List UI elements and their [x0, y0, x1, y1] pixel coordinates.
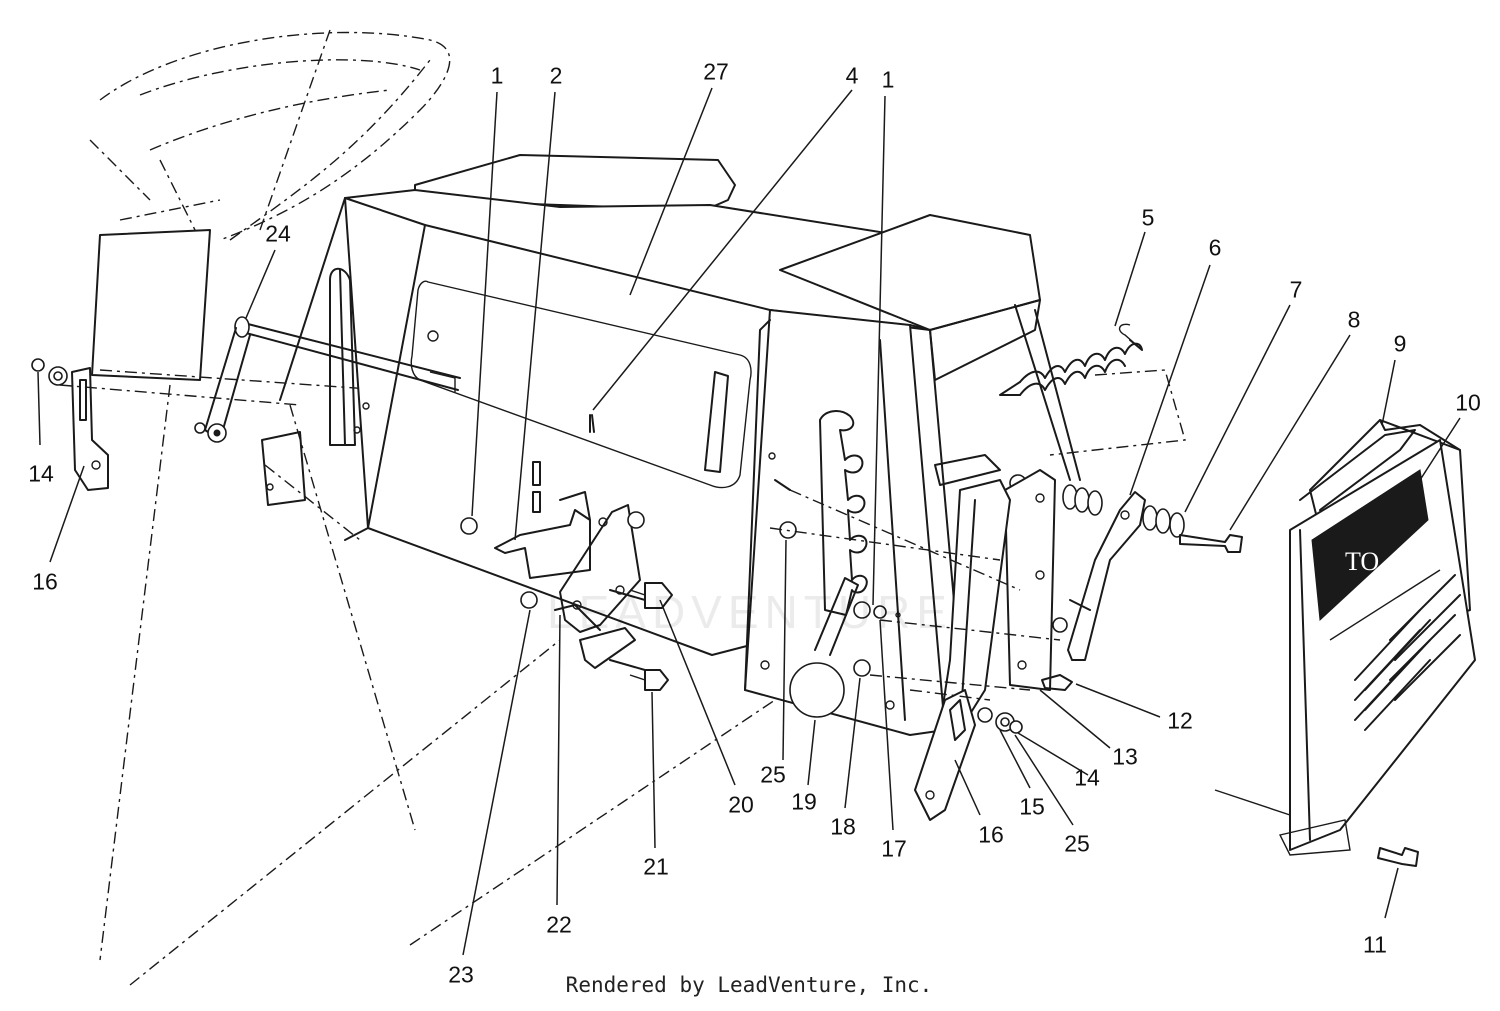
- callout-11: 11: [1363, 931, 1387, 958]
- spring: [999, 323, 1143, 396]
- callout-13: 13: [1112, 743, 1138, 770]
- callout-16-left: 16: [32, 568, 58, 595]
- callout-14-right: 14: [1074, 764, 1100, 791]
- callout-20: 20: [728, 791, 754, 818]
- callout-6: 6: [1208, 234, 1222, 261]
- callout-2: 2: [549, 62, 563, 89]
- shift-lever: [789, 577, 859, 718]
- callout-1: 1: [490, 62, 504, 89]
- rod-arm: [194, 316, 461, 443]
- callout-4: 4: [845, 62, 859, 89]
- callout-14-left: 14: [28, 460, 54, 487]
- rear-cover: TO: [1214, 419, 1476, 856]
- callout-18: 18: [830, 813, 856, 840]
- callout-12: 12: [1167, 707, 1193, 734]
- callout-22: 22: [546, 911, 572, 938]
- washers-and-bolt: [1041, 484, 1243, 691]
- watermark: LEADVENTURE: [547, 586, 953, 638]
- callout-25-right: 25: [1064, 830, 1090, 857]
- callout-7: 7: [1289, 276, 1303, 303]
- callout-21: 21: [643, 853, 669, 880]
- callout-16-right: 16: [978, 821, 1004, 848]
- callout-1-right: 1: [881, 66, 895, 93]
- left-console-body: [261, 154, 931, 656]
- callout-5: 5: [1141, 204, 1155, 231]
- right-console-body: [744, 214, 1081, 736]
- rendered-by-footer: Rendered by LeadVenture, Inc.: [565, 973, 933, 997]
- callout-9: 9: [1393, 330, 1407, 357]
- callout-15: 15: [1019, 793, 1045, 820]
- svg-text:TO: TO: [1345, 547, 1379, 576]
- steering-wheel-phantom: [89, 29, 451, 381]
- callout-27: 27: [703, 58, 729, 85]
- callout-24: 24: [265, 220, 291, 247]
- frame-phantom-lines: [59, 369, 1186, 986]
- callout-10: 10: [1455, 389, 1481, 416]
- hairpin: [589, 414, 595, 433]
- bolt-11: [1377, 847, 1419, 867]
- callout-17: 17: [881, 835, 907, 862]
- left-bracket: [31, 358, 109, 491]
- center-brackets: [460, 474, 1027, 691]
- small-fasteners: [769, 489, 1061, 701]
- callout-23: 23: [448, 961, 474, 988]
- callout-8: 8: [1347, 306, 1361, 333]
- right-lever-assembly: [914, 469, 1146, 821]
- callout-19: 19: [791, 788, 817, 815]
- leader-lines: [37, 87, 1461, 956]
- callout-25-left: 25: [760, 761, 786, 788]
